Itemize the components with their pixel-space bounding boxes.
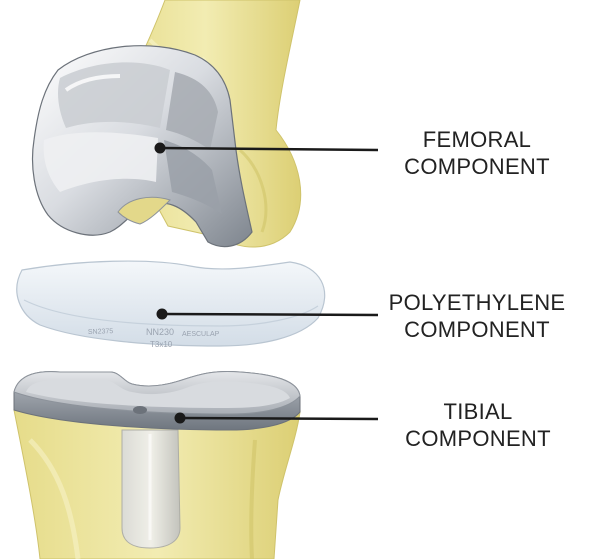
tray-screw-hole	[133, 406, 147, 414]
engraving-mark: T3x10	[150, 340, 173, 349]
polyethylene-label-line2: COMPONENT	[377, 316, 577, 343]
tibial-label-line1: TIBIAL	[378, 398, 578, 425]
engraving-code: SN2375	[88, 328, 114, 336]
polyethylene-component: SN2375 NN230 AESCULAP T3x10	[17, 261, 325, 349]
tibial-leader-line	[180, 418, 378, 419]
femoral-component-label: FEMORAL COMPONENT	[377, 126, 577, 180]
tibial-stem	[122, 430, 180, 548]
polyethylene-component-label: POLYETHYLENE COMPONENT	[377, 289, 577, 343]
femoral-component	[33, 46, 252, 247]
polyethylene-label-line1: POLYETHYLENE	[377, 289, 577, 316]
engraving-brand: AESCULAP	[182, 331, 220, 338]
tibial-label-line2: COMPONENT	[378, 425, 578, 452]
engraving-size: NN230	[146, 327, 174, 337]
femoral-label-line2: COMPONENT	[377, 153, 577, 180]
tibial-component-label: TIBIAL COMPONENT	[378, 398, 578, 452]
femoral-label-line1: FEMORAL	[377, 126, 577, 153]
polyethylene-leader-line	[162, 314, 378, 315]
